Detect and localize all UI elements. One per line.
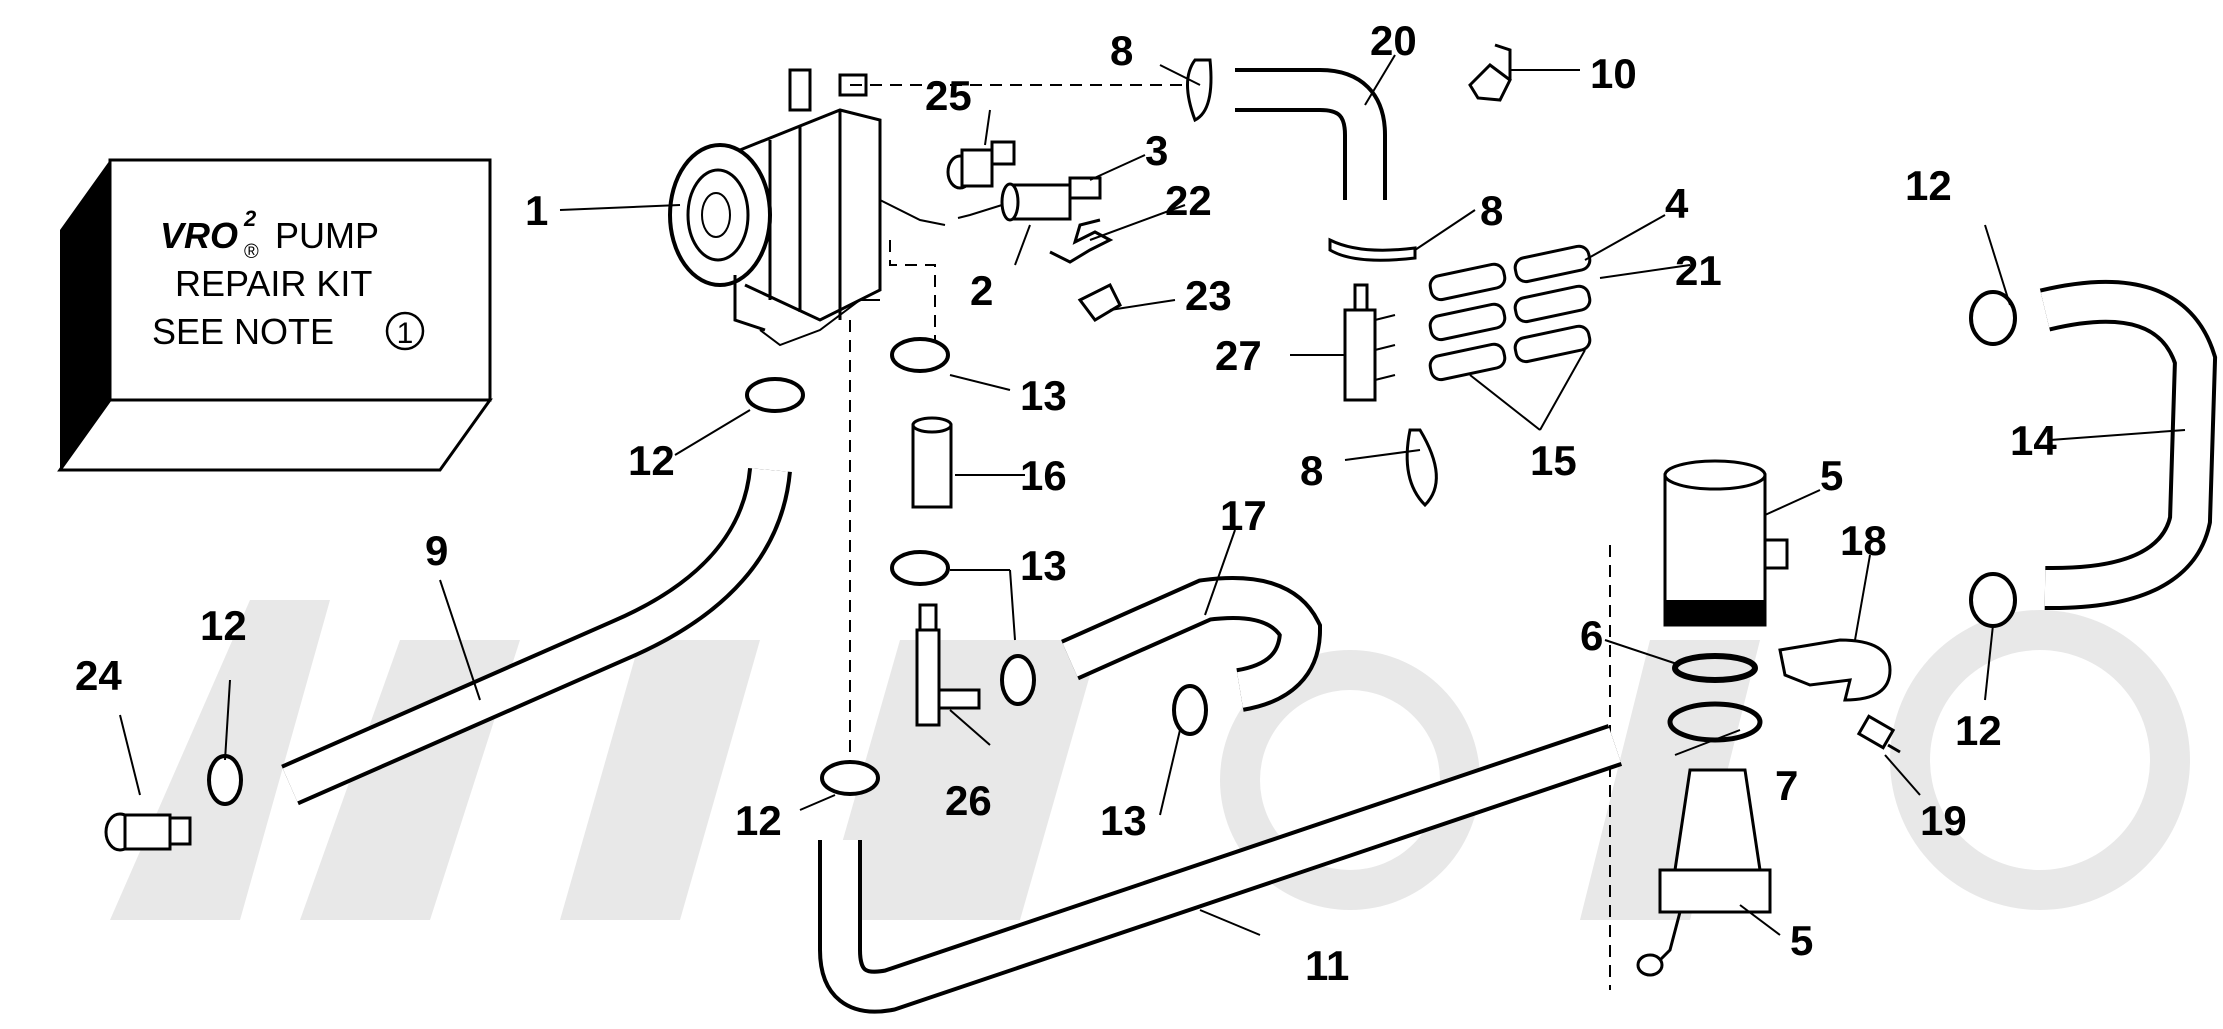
kit-brand: VRO <box>160 215 238 256</box>
kit-brand-superscript: 2 <box>243 206 257 231</box>
callout-12-right-bottom: 12 <box>1955 707 2002 754</box>
watermark <box>110 600 2190 920</box>
kit-line1-rest: PUMP <box>275 215 379 256</box>
callout-24: 24 <box>75 652 122 699</box>
callout-8-low: 8 <box>1300 447 1323 494</box>
small-hoses <box>1428 244 1592 382</box>
callout-2: 2 <box>970 267 993 314</box>
callout-6: 6 <box>1580 612 1603 659</box>
callout-19: 19 <box>1920 797 1967 844</box>
callout-3: 3 <box>1145 127 1168 174</box>
bolt-19 <box>1856 714 1901 754</box>
clip-22 <box>1049 218 1114 264</box>
callout-23: 23 <box>1185 272 1232 319</box>
fitting-24 <box>104 812 192 852</box>
callout-5-bottom: 5 <box>1790 917 1813 964</box>
kit-line2: REPAIR KIT <box>175 263 372 304</box>
fitting-25 <box>946 140 1016 190</box>
leader-lines <box>119 54 2186 936</box>
kit-line3: SEE NOTE <box>152 311 334 352</box>
callout-8-top: 8 <box>1110 27 1133 74</box>
tee-26 <box>915 603 981 727</box>
callout-27: 27 <box>1215 332 1262 379</box>
callout-26: 26 <box>945 777 992 824</box>
callout-1: 1 <box>525 187 548 234</box>
clamp-23 <box>1077 282 1122 322</box>
callout-11: 11 <box>1305 942 1349 989</box>
clamp-8-top <box>1186 58 1213 123</box>
sensor-3 <box>957 176 1102 222</box>
fuel-pump <box>668 68 946 347</box>
clamp-8-mid <box>1328 237 1417 262</box>
callout-17: 17 <box>1220 492 1267 539</box>
clamp-8-low <box>1405 428 1438 508</box>
callout-7: 7 <box>1775 762 1798 809</box>
callout-25: 25 <box>925 72 972 119</box>
callout-15: 15 <box>1530 437 1577 484</box>
callout-18: 18 <box>1840 517 1887 564</box>
kit-registered-mark: ® <box>244 241 259 263</box>
bracket-18 <box>1778 638 1892 702</box>
oring-6 <box>1672 653 1758 683</box>
callout-10: 10 <box>1590 50 1637 97</box>
callout-21: 21 <box>1675 247 1722 294</box>
callout-8-mid: 8 <box>1480 187 1503 234</box>
filter-5-bowl <box>1663 459 1789 627</box>
callout-20: 20 <box>1370 17 1417 64</box>
callout-14: 14 <box>2010 417 2057 464</box>
fitting-10 <box>1468 43 1512 102</box>
filter-5-element <box>1636 768 1772 977</box>
note-circle <box>385 311 425 351</box>
note-number: 1 <box>397 317 414 350</box>
tube-16 <box>911 416 953 509</box>
callout-12-lower-left: 12 <box>200 602 247 649</box>
callout-5-top: 5 <box>1820 452 1843 499</box>
callout-13-top: 13 <box>1020 372 1067 419</box>
callout-12-right-top: 12 <box>1905 162 1952 209</box>
repair-kit-box: VRO 2 ® PUMP REPAIR KIT SEE NOTE 1 <box>57 158 493 472</box>
callout-numbers: 1 2 3 4 5 5 6 7 8 8 8 9 10 11 12 12 12 1… <box>75 17 2057 989</box>
callout-9: 9 <box>425 527 448 574</box>
callout-22: 22 <box>1165 177 1212 224</box>
callout-4: 4 <box>1665 180 1689 227</box>
callout-13-mid: 13 <box>1020 542 1067 589</box>
callout-16: 16 <box>1020 452 1067 499</box>
callout-12-bottom: 12 <box>735 797 782 844</box>
manifold-27 <box>1343 283 1396 402</box>
callout-12-left: 12 <box>628 437 675 484</box>
callout-13-bottom: 13 <box>1100 797 1147 844</box>
